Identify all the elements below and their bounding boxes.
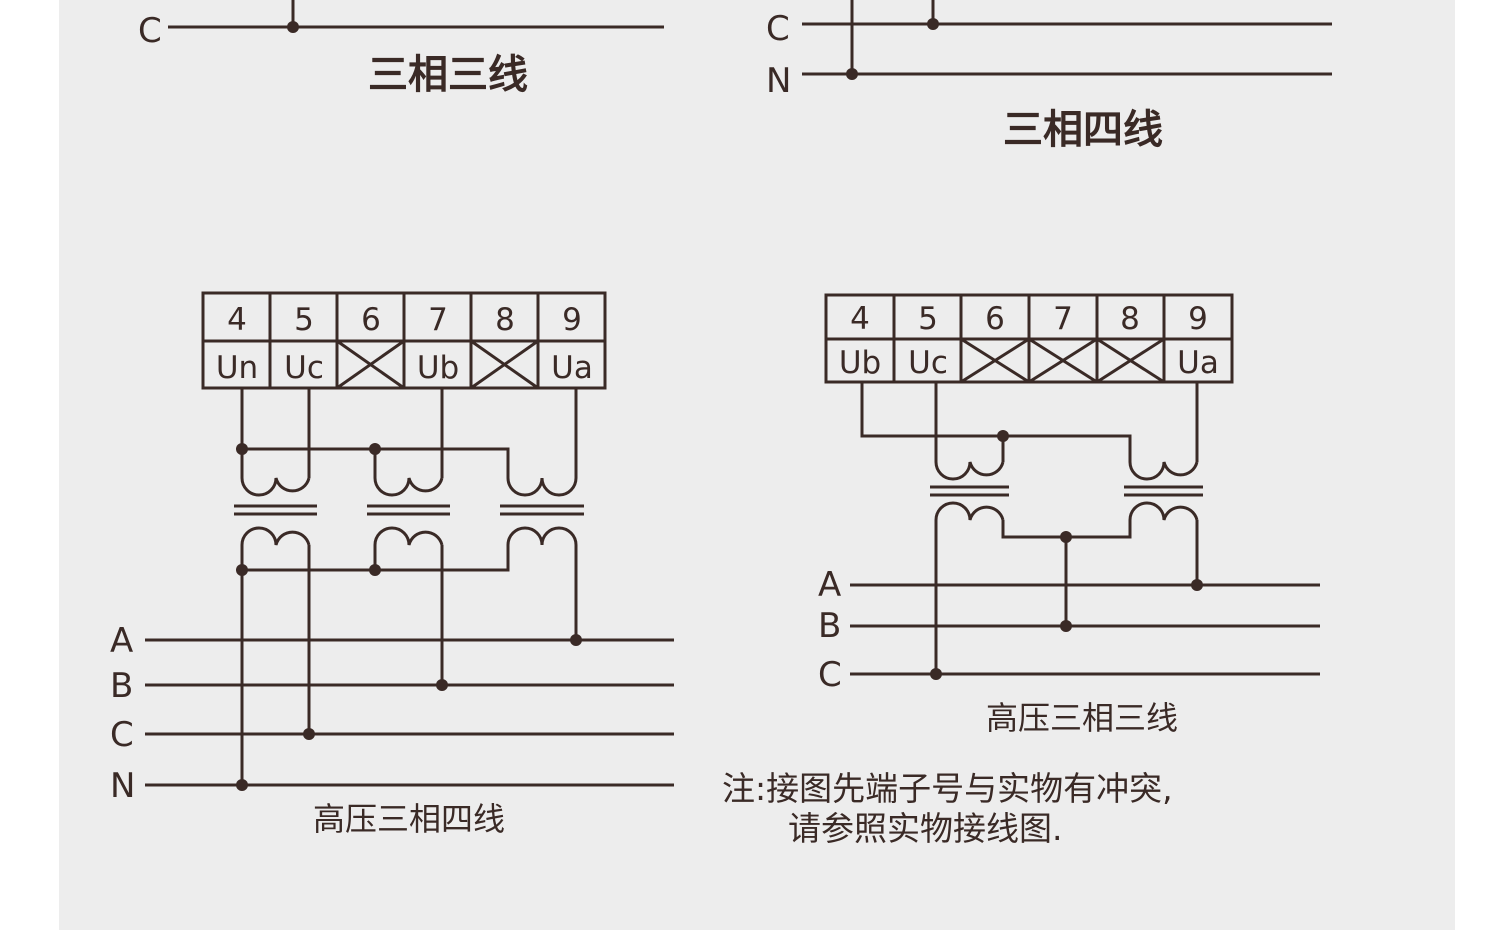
three-phase-four-wire-partial: C N 三相四线 (766, 0, 1332, 153)
hv-three-phase-three-wire: 4 5 6 7 8 9 Ub Uc Ua (818, 293, 1320, 737)
voltage-transformer-1 (234, 477, 317, 546)
three-phase-three-wire-partial: C 三相三线 (138, 0, 664, 98)
phase-label-c: C (766, 9, 790, 49)
terminal-number: 7 (428, 302, 448, 338)
diagram-panel (59, 0, 1455, 930)
hv-three-phase-four-wire: 4 5 6 7 8 9 Un Uc Ub Ua (110, 291, 674, 838)
terminal-number: 9 (1188, 301, 1208, 337)
terminal-number: 7 (1053, 301, 1073, 337)
terminal-number: 4 (850, 301, 870, 337)
terminal-label-uc: Uc (284, 350, 324, 386)
terminal-label-uc: Uc (908, 345, 948, 381)
terminal-number: 6 (985, 301, 1005, 337)
phase-label-b: B (818, 606, 841, 646)
terminal-number: 5 (918, 301, 938, 337)
terminal-label-un: Un (216, 350, 258, 386)
phase-label-c: C (138, 11, 162, 51)
phase-label-a: A (818, 565, 841, 605)
junction-dot (927, 18, 939, 30)
terminal-number: 5 (294, 302, 314, 338)
terminal-number: 4 (227, 302, 247, 338)
junction-dot (846, 68, 858, 80)
phase-label-c: C (818, 655, 842, 695)
terminal-label-ua: Ua (1177, 345, 1219, 381)
voltage-transformer-3 (500, 477, 584, 546)
voltage-transformer-1 (930, 461, 1009, 521)
terminal-label-ub: Ub (839, 345, 881, 381)
phase-label-b: B (110, 666, 133, 706)
phase-label-a: A (110, 621, 133, 661)
caption-three-phase-three-wire: 三相三线 (368, 52, 528, 98)
terminal-number: 9 (562, 302, 582, 338)
note-line-1: 注:接图先端子号与实物有冲突, (722, 769, 1173, 808)
caption-three-phase-four-wire: 三相四线 (1003, 107, 1163, 153)
junction-dot (287, 21, 299, 33)
terminal-label-ua: Ua (551, 350, 593, 386)
phase-label-n: N (110, 766, 135, 806)
phase-label-n: N (766, 61, 791, 101)
terminal-number: 8 (1120, 301, 1140, 337)
terminal-number: 8 (495, 302, 515, 338)
wiring-note: 注:接图先端子号与实物有冲突, 请参照实物接线图. (722, 769, 1173, 848)
note-line-2: 请参照实物接线图. (788, 809, 1063, 848)
voltage-transformer-2 (1124, 461, 1203, 521)
caption-hv-four-wire: 高压三相四线 (313, 800, 505, 838)
caption-hv-three-wire: 高压三相三线 (986, 699, 1178, 737)
terminal-number: 6 (361, 302, 381, 338)
phase-label-c: C (110, 715, 134, 755)
voltage-transformer-2 (367, 477, 450, 546)
terminal-label-ub: Ub (417, 350, 459, 386)
